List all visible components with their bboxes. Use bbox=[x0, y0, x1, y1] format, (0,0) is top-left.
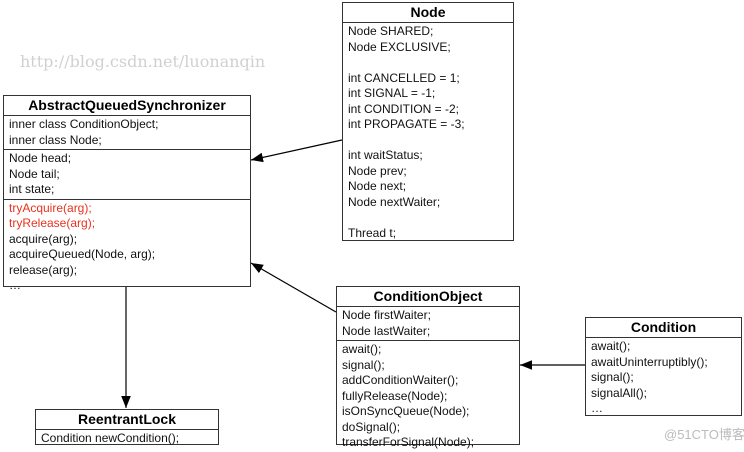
class-member: Node nextWaiter; bbox=[348, 194, 441, 209]
class-member: signal(); bbox=[342, 357, 385, 372]
class-title: ConditionObject bbox=[337, 287, 519, 307]
class-section: Condition newCondition(); bbox=[36, 430, 218, 448]
class-section: Node SHARED;Node EXCLUSIVE; int CANCELLED… bbox=[343, 23, 513, 242]
class-member: await(); bbox=[591, 339, 631, 353]
class-member: signalAll(); bbox=[591, 385, 648, 400]
class-title: AbstractQueuedSynchronizer bbox=[4, 96, 250, 116]
class-section: tryAcquire(arg);tryRelease(arg);acquire(… bbox=[4, 200, 250, 295]
class-member: tryAcquire(arg); bbox=[9, 200, 92, 215]
class-member: int SIGNAL = -1; bbox=[348, 86, 436, 100]
class-member: tryRelease(arg); bbox=[9, 216, 96, 230]
class-member: Node SHARED; bbox=[348, 24, 434, 38]
corner-watermark: @51CTO博客 bbox=[664, 427, 744, 442]
class-title: ReentrantLock bbox=[36, 410, 218, 430]
class-member: int waitStatus; bbox=[348, 148, 423, 162]
class-member: Node head; bbox=[9, 151, 72, 165]
class-member: Condition newCondition(); bbox=[41, 431, 180, 445]
class-member bbox=[348, 210, 508, 226]
class-section: Node firstWaiter;Node lastWaiter; bbox=[337, 307, 519, 341]
class-member: inner class ConditionObject; bbox=[9, 117, 159, 131]
class-member: Node prev; bbox=[348, 163, 407, 178]
class-member: Node lastWaiter; bbox=[342, 323, 431, 338]
class-member: Thread t; bbox=[348, 225, 397, 240]
class-member: transferForSignal(Node); bbox=[342, 435, 475, 449]
class-member: signal(); bbox=[591, 370, 634, 384]
class-member: inner class Node; bbox=[9, 132, 102, 147]
class-member: acquireQueued(Node, arg); bbox=[9, 247, 156, 261]
class-member: acquire(arg); bbox=[9, 231, 78, 246]
class-member: int CONDITION = -2; bbox=[348, 101, 460, 116]
arrow-conditionobject-to-aqs bbox=[250, 262, 337, 313]
class-section: inner class ConditionObject;inner class … bbox=[4, 116, 250, 150]
class-member bbox=[348, 55, 508, 71]
class-member: … bbox=[591, 401, 603, 415]
class-member: await(); bbox=[342, 342, 382, 356]
class-title: Condition bbox=[586, 318, 741, 338]
class-section: Node head;Node tail;int state; bbox=[4, 150, 250, 200]
class-member: Node next; bbox=[348, 179, 407, 193]
arrow-node-to-aqs bbox=[250, 139, 343, 163]
class-section: await();awaitUninterruptibly();signal();… bbox=[586, 338, 741, 418]
watermark: http://blog.csdn.net/luonanqin bbox=[20, 52, 266, 71]
class-member: int state; bbox=[9, 182, 55, 196]
class-member: Node EXCLUSIVE; bbox=[348, 39, 451, 54]
class-member bbox=[348, 133, 508, 149]
class-member: Node tail; bbox=[9, 166, 60, 181]
class-member: … bbox=[9, 278, 21, 292]
class-member: isOnSyncQueue(Node); bbox=[342, 404, 470, 418]
class-member: addConditionWaiter(); bbox=[342, 373, 459, 387]
class-section: await();signal();addConditionWaiter();fu… bbox=[337, 341, 519, 452]
class-member: Node firstWaiter; bbox=[342, 308, 431, 322]
class-member: doSignal(); bbox=[342, 419, 401, 434]
class-member: fullyRelease(Node); bbox=[342, 388, 448, 403]
class-title: Node bbox=[343, 3, 513, 23]
class-member: release(arg); bbox=[9, 262, 78, 277]
class-member: int PROPAGATE = -3; bbox=[348, 117, 465, 131]
class-member: int CANCELLED = 1; bbox=[348, 70, 460, 85]
class-member: awaitUninterruptibly(); bbox=[591, 354, 708, 369]
